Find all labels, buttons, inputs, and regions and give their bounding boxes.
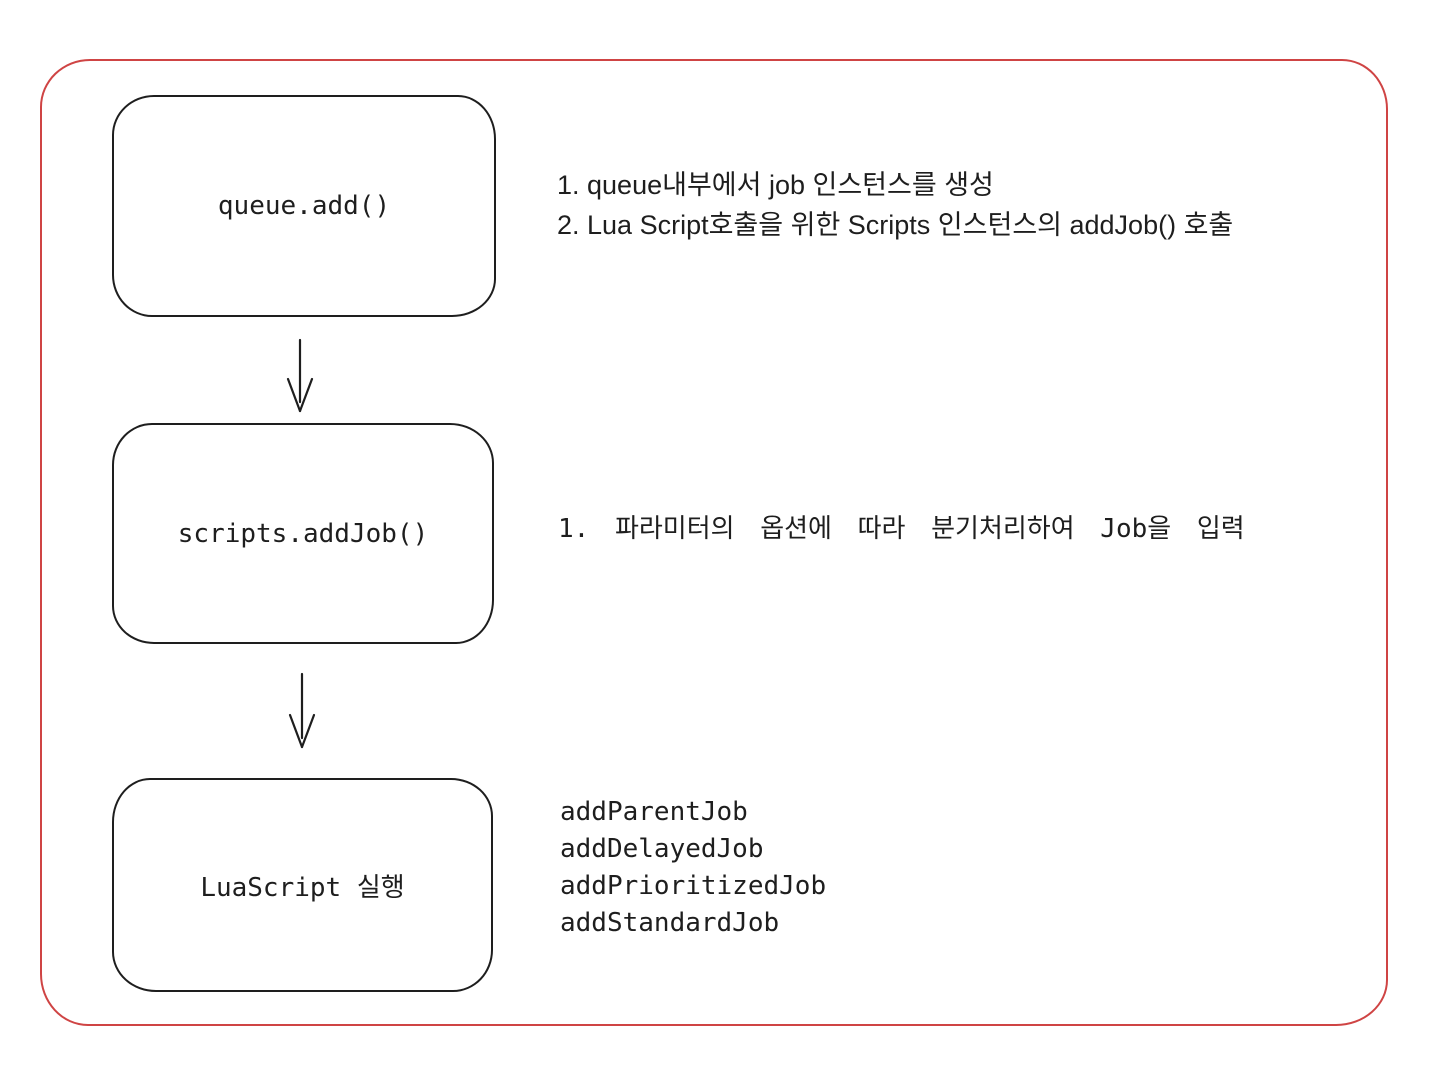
- arrow-down-icon: [286, 338, 314, 413]
- node-queue-add: queue.add(): [112, 95, 496, 317]
- node-luascript-run-label: LuaScript 실행: [200, 872, 405, 903]
- node-luascript-run: LuaScript 실행: [112, 778, 493, 992]
- note-line: addStandardJob: [560, 908, 780, 938]
- note-line: 1. queue내부에서 job 인스턴스를 생성: [557, 170, 994, 200]
- node-scripts-addjob: scripts.addJob(): [112, 423, 494, 644]
- red-frame: [40, 59, 1388, 1026]
- note-queue-add: 1. queue내부에서 job 인스턴스를 생성 2. Lua Script호…: [557, 165, 1233, 245]
- note-line: 2. Lua Script호출을 위한 Scripts 인스턴스의 addJob…: [557, 210, 1234, 240]
- note-luascript-run: addParentJob addDelayedJob addPrioritize…: [560, 794, 826, 942]
- note-line: 1. 파라미터의 옵션에 따라 분기처리하여 Job을 입력: [558, 514, 1245, 544]
- note-scripts-addjob: 1. 파라미터의 옵션에 따라 분기처리하여 Job을 입력: [558, 514, 1245, 544]
- note-line: addPrioritizedJob: [560, 871, 827, 901]
- note-line: addParentJob: [560, 797, 748, 827]
- node-queue-add-label: queue.add(): [217, 191, 391, 221]
- note-line: addDelayedJob: [560, 834, 764, 864]
- arrow-down-icon: [288, 672, 316, 749]
- node-scripts-addjob-label: scripts.addJob(): [177, 518, 429, 549]
